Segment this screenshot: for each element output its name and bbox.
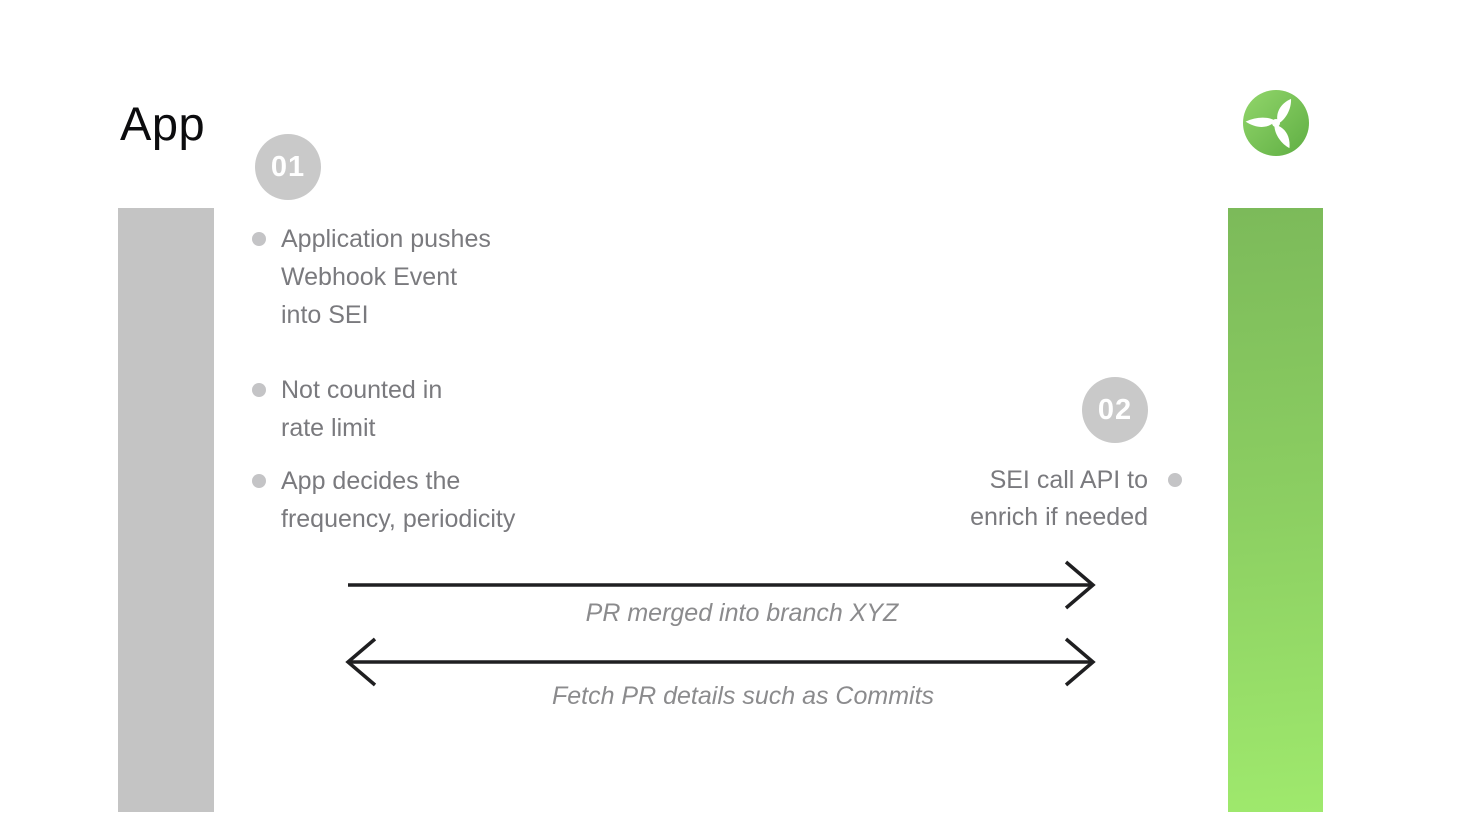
bullet-text: Not counted in rate limit bbox=[281, 376, 443, 442]
step-badge-01: 01 bbox=[255, 134, 321, 200]
list-item: App decides the frequency, periodicity bbox=[252, 462, 592, 538]
arrow-right-head-icon bbox=[1064, 560, 1096, 610]
bullet-text: App decides the frequency, periodicity bbox=[281, 467, 516, 533]
arrow-label: PR merged into branch XYZ bbox=[585, 599, 899, 627]
flow-arrows bbox=[345, 560, 1096, 687]
app-lane-bar bbox=[118, 208, 214, 812]
bullet-dot-icon bbox=[252, 383, 266, 397]
bullet-text: Application pushes Webhook Event into SE… bbox=[281, 225, 491, 329]
step-number: 01 bbox=[270, 150, 306, 183]
bullet-dot-icon bbox=[252, 232, 266, 246]
step-number: 02 bbox=[1097, 393, 1133, 426]
sei-lane-bar bbox=[1228, 208, 1323, 812]
arrow-label: Fetch PR details such as Commits bbox=[551, 682, 935, 710]
arrow-both-right-head-icon bbox=[1064, 637, 1096, 687]
harness-logo-icon bbox=[1243, 90, 1309, 156]
list-item: Not counted in rate limit bbox=[252, 371, 592, 447]
list-item: Application pushes Webhook Event into SE… bbox=[252, 220, 592, 334]
page-title: App bbox=[120, 97, 206, 150]
note-text: SEI call API to enrich if needed bbox=[970, 466, 1148, 531]
step1-bullet-list: Application pushes Webhook Event into SE… bbox=[252, 220, 592, 538]
bullet-dot-icon bbox=[252, 474, 266, 488]
arrow-both-left-head-icon bbox=[345, 637, 377, 687]
bullet-dot-icon bbox=[1168, 473, 1182, 487]
step-badge-02: 02 bbox=[1082, 377, 1148, 443]
step2-note: SEI call API to enrich if needed bbox=[970, 462, 1182, 536]
